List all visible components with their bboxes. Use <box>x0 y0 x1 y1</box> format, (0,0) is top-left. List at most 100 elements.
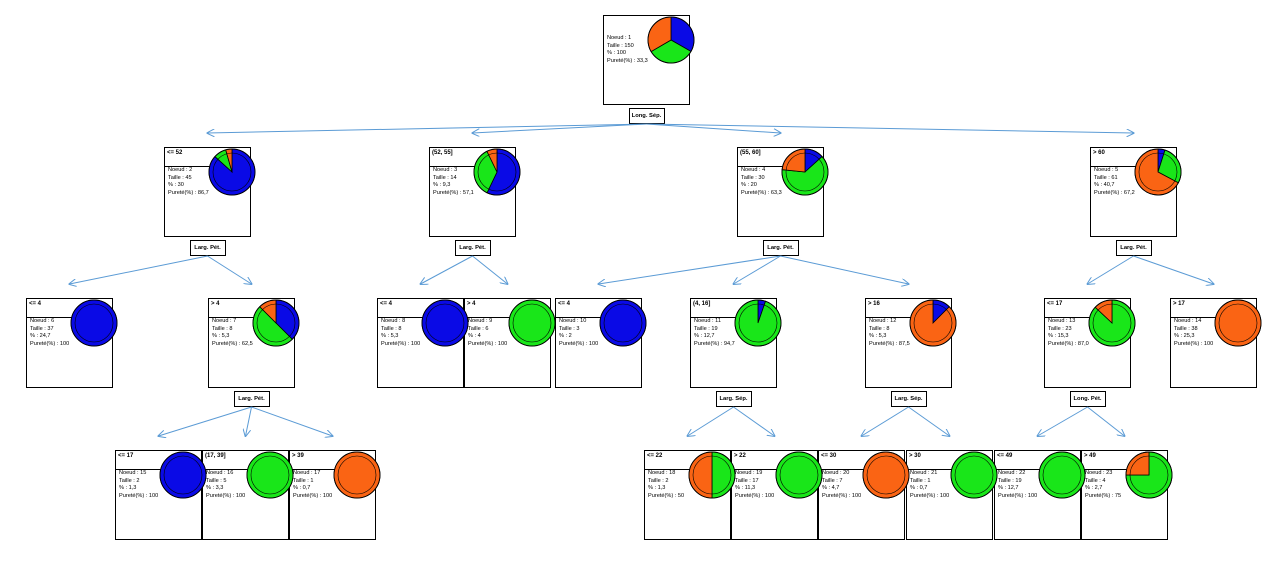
pie-inner-ring <box>913 303 953 343</box>
pie-outline <box>70 299 118 347</box>
node-2-pie <box>208 148 256 196</box>
node-8-pie <box>421 299 469 347</box>
node-1-pie <box>647 16 695 64</box>
node-purity: Pureté(%) : 100 <box>293 492 333 499</box>
node-15-pie <box>159 451 207 499</box>
pie-outline <box>159 451 207 499</box>
pie-inner-ring <box>477 152 517 192</box>
node-size: Taille : 23 <box>1048 325 1072 332</box>
split-condition: <= 52 <box>167 150 183 156</box>
pie-slice-versicolor <box>711 451 736 499</box>
node-pct: % : 0,7 <box>293 485 311 492</box>
node-pct: % : 1,3 <box>648 485 666 492</box>
node-18-pie <box>688 451 736 499</box>
node-id: Noeud : 6 <box>30 318 55 324</box>
pie-inner-ring <box>1218 303 1258 343</box>
node-size: Taille : 1 <box>293 477 314 484</box>
node-id: Noeud : 22 <box>998 470 1026 476</box>
node-size: Taille : 2 <box>119 477 140 484</box>
node-5-pie <box>1134 148 1182 196</box>
split-variable-box: Long. Sép. <box>628 108 665 124</box>
split-variable-box: Larg. Pét. <box>1115 240 1152 256</box>
node-pct: % : 40,7 <box>1094 182 1115 189</box>
node-14-pie <box>1214 299 1262 347</box>
node-16-pie <box>246 451 294 499</box>
pie-outline <box>1214 299 1262 347</box>
edge-1-5 <box>646 123 1134 133</box>
node-size: Taille : 61 <box>1094 174 1118 181</box>
edge-3-9 <box>472 255 508 284</box>
edge-7-17 <box>251 406 333 436</box>
split-condition: > 30 <box>909 453 921 459</box>
node-id: Noeud : 19 <box>735 470 763 476</box>
node-id: Noeud : 5 <box>1094 167 1119 173</box>
pie-outline <box>1038 451 1086 499</box>
node-pct: % : 12,7 <box>694 333 715 340</box>
split-condition: > 16 <box>868 301 880 307</box>
node-id: Noeud : 11 <box>694 318 721 324</box>
node-purity: Pureté(%) : 100 <box>1174 340 1214 347</box>
split-condition: <= 4 <box>29 301 42 307</box>
split-condition: (55, 60] <box>740 150 761 156</box>
split-condition: <= 49 <box>997 453 1013 459</box>
node-id: Noeud : 21 <box>910 470 938 476</box>
edge-1-3 <box>473 123 647 133</box>
node-id: Noeud : 23 <box>1085 470 1113 476</box>
node-id: Noeud : 8 <box>381 318 406 324</box>
edge-1-2 <box>208 123 647 133</box>
pie-inner-ring <box>603 303 643 343</box>
node-purity: Pureté(%) : 50 <box>648 492 685 499</box>
edge-4-12 <box>780 255 909 284</box>
split-condition: > 4 <box>467 301 476 307</box>
pie-inner-ring <box>250 455 290 495</box>
split-condition: (4, 16] <box>693 301 711 307</box>
node-11-pie <box>734 299 782 347</box>
node-pct: % : 0,7 <box>910 485 928 492</box>
pie-inner-ring <box>1042 455 1082 495</box>
edge-7-16 <box>246 406 252 436</box>
edge-12-21 <box>908 406 950 436</box>
pie-inner-ring <box>74 303 114 343</box>
pie-outline <box>734 299 782 347</box>
pie-inner-ring <box>1129 455 1169 495</box>
node-size: Taille : 6 <box>468 325 489 332</box>
pie-inner-ring <box>512 303 552 343</box>
node-pct: % : 3,3 <box>206 485 224 492</box>
node-pct: % : 25,3 <box>1174 333 1195 340</box>
edge-11-18 <box>688 406 734 436</box>
node-pct: % : 1,3 <box>119 485 137 492</box>
node-pct: % : 9,3 <box>433 182 451 189</box>
node-size: Taille : 38 <box>1174 325 1198 332</box>
node-id: Noeud : 3 <box>433 167 458 173</box>
node-purity: Pureté(%) : 100 <box>822 492 862 499</box>
pie-outline <box>1088 299 1136 347</box>
node-purity: Pureté(%) : 100 <box>381 340 421 347</box>
split-condition: <= 30 <box>821 453 837 459</box>
node-pct: % : 5,3 <box>869 333 887 340</box>
pie-inner-ring <box>785 152 825 192</box>
pie-inner-ring <box>1138 152 1178 192</box>
node-13-pie <box>1088 299 1136 347</box>
node-6-pie <box>70 299 118 347</box>
pie-inner-ring <box>163 455 203 495</box>
edge-5-13 <box>1088 255 1134 284</box>
pie-outline <box>252 299 300 347</box>
edge-4-11 <box>734 255 781 284</box>
node-size: Taille : 45 <box>168 174 192 181</box>
split-condition: > 17 <box>1173 301 1185 307</box>
pie-inner-ring <box>866 455 906 495</box>
node-id: Noeud : 15 <box>119 470 147 476</box>
pie-outline <box>473 148 521 196</box>
pie-outline <box>647 16 695 64</box>
node-id: Noeud : 13 <box>1048 318 1076 324</box>
pie-inner-ring <box>779 455 819 495</box>
split-variable-box: Larg. Pét. <box>762 240 799 256</box>
split-condition: <= 4 <box>558 301 571 307</box>
split-condition: > 22 <box>734 453 746 459</box>
edge-3-8 <box>421 255 473 284</box>
pie-outline <box>862 451 910 499</box>
split-condition: (52, 55] <box>432 150 453 156</box>
node-pct: % : 24,7 <box>30 333 51 340</box>
node-12-pie <box>909 299 957 347</box>
pie-outline <box>1125 451 1173 499</box>
